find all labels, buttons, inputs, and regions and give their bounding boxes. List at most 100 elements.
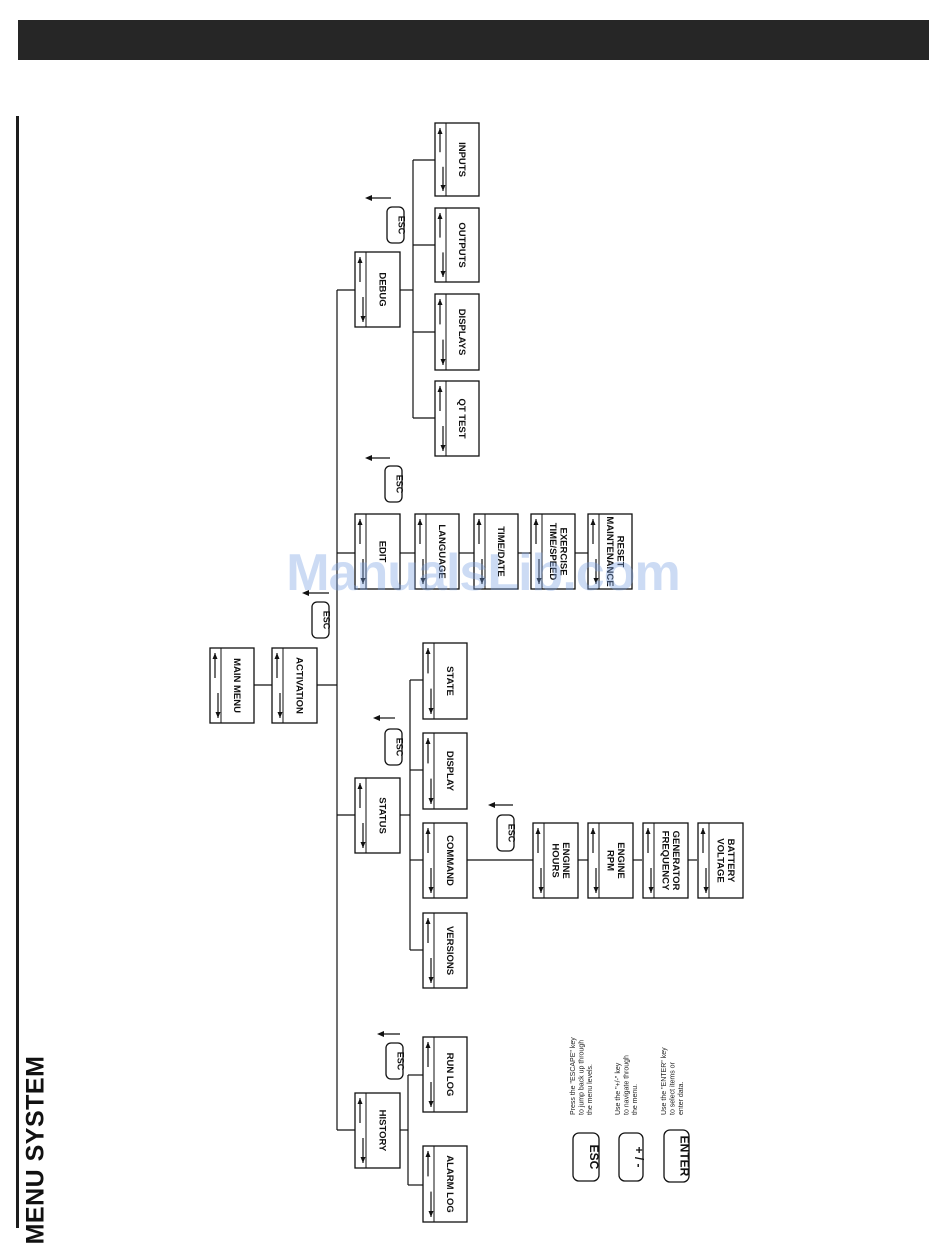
down-arrow-icon bbox=[420, 578, 426, 584]
esc-key-frame bbox=[311, 601, 330, 639]
up-arrow-icon bbox=[533, 519, 539, 525]
menu-box-main-menu[interactable]: MAIN MENU bbox=[209, 647, 255, 724]
up-arrow-icon bbox=[425, 738, 431, 744]
menu-box-frame bbox=[473, 513, 519, 590]
up-arrow-icon bbox=[700, 828, 706, 834]
menu-box-frame bbox=[587, 513, 633, 590]
menu-box-debug[interactable]: DEBUG bbox=[354, 251, 401, 328]
menu-box-status[interactable]: STATUS bbox=[354, 777, 401, 854]
back-arrow-icon bbox=[365, 195, 372, 201]
legend-key-frame bbox=[572, 1132, 600, 1182]
esc-key-frame bbox=[385, 1042, 404, 1080]
back-arrow-icon bbox=[373, 715, 380, 721]
legend-text-line: Use the "ENTER" key bbox=[661, 1047, 668, 1115]
esc-key-label: ESC bbox=[396, 1052, 406, 1071]
menu-box-displays[interactable]: DISPLAYS bbox=[434, 293, 480, 371]
down-arrow-icon bbox=[593, 578, 599, 584]
legend-text-line: to jump back up through bbox=[579, 1040, 586, 1115]
menu-box-history[interactable]: HISTORY bbox=[354, 1092, 401, 1169]
menu-box-label: ACTIVATION bbox=[294, 657, 305, 714]
esc-key-button[interactable]: ESC bbox=[311, 601, 332, 639]
esc-key-frame bbox=[384, 465, 403, 503]
menu-box-label: MAIN MENU bbox=[231, 658, 242, 713]
menu-box-label: VERSIONS bbox=[444, 926, 455, 975]
menu-box-battery-voltage[interactable]: BATTERYVOLTAGE bbox=[697, 822, 744, 899]
menu-box-frame bbox=[414, 513, 460, 590]
down-arrow-icon bbox=[428, 798, 434, 804]
menu-box-frame bbox=[434, 122, 480, 197]
menu-box-display[interactable]: DISPLAY bbox=[422, 732, 468, 810]
down-arrow-icon bbox=[360, 578, 366, 584]
header-bar bbox=[18, 20, 929, 60]
down-arrow-icon bbox=[593, 887, 599, 893]
menu-box-run-log[interactable]: RUN LOG bbox=[422, 1036, 468, 1113]
menu-box-frame bbox=[530, 513, 576, 590]
up-arrow-icon bbox=[590, 828, 596, 834]
legend-text-line: Press the "ESCAPE" key bbox=[570, 1037, 577, 1115]
menu-box-state[interactable]: STATE bbox=[422, 642, 468, 720]
menu-box-engine-hours[interactable]: ENGINEHOURS bbox=[532, 822, 579, 899]
up-arrow-icon bbox=[357, 519, 363, 525]
menu-box-outputs[interactable]: OUTPUTS bbox=[434, 207, 480, 283]
legend-key-label: + / - bbox=[632, 1146, 646, 1167]
legend-key-label: ENTER bbox=[678, 1136, 692, 1177]
menu-box-label: RESETMAINTENANCE bbox=[604, 516, 626, 586]
up-arrow-icon bbox=[437, 128, 443, 134]
menu-box-exercise-time-speed[interactable]: EXERCISETIME/SPEED bbox=[530, 513, 576, 590]
menu-box-label: COMMAND bbox=[444, 835, 455, 886]
up-arrow-icon bbox=[535, 828, 541, 834]
menu-box-frame bbox=[209, 647, 255, 724]
esc-key-button[interactable]: ESC bbox=[384, 728, 405, 766]
up-arrow-icon bbox=[437, 213, 443, 219]
down-arrow-icon bbox=[428, 1211, 434, 1217]
menu-box-command[interactable]: COMMAND bbox=[422, 822, 468, 899]
down-arrow-icon bbox=[428, 887, 434, 893]
esc-key-frame bbox=[386, 206, 405, 244]
esc-key-button[interactable]: ESC bbox=[384, 465, 405, 503]
up-arrow-icon bbox=[212, 653, 218, 659]
menu-box-activation[interactable]: ACTIVATION bbox=[271, 647, 318, 724]
menu-box-time-date[interactable]: TIME/DATE bbox=[473, 513, 519, 590]
esc-key-label: ESC bbox=[395, 738, 405, 757]
menu-box-frame bbox=[434, 293, 480, 371]
esc-key-frame bbox=[496, 814, 515, 852]
up-arrow-icon bbox=[357, 1098, 363, 1104]
menu-box-frame bbox=[422, 912, 468, 989]
menu-box-generator-frequency[interactable]: GENERATORFREQUENCY bbox=[642, 822, 689, 899]
menu-box-frame bbox=[422, 1036, 468, 1113]
down-arrow-icon bbox=[440, 185, 446, 191]
menu-box-qt-test[interactable]: QT TEST bbox=[434, 380, 480, 457]
esc-key-button[interactable]: ESC bbox=[385, 1042, 406, 1080]
legend-key-plus-minus: + / - bbox=[618, 1132, 646, 1182]
menu-box-inputs[interactable]: INPUTS bbox=[434, 122, 480, 197]
esc-key-frame bbox=[384, 728, 403, 766]
menu-box-reset-maintenance[interactable]: RESETMAINTENANCE bbox=[587, 513, 633, 590]
menu-box-label: DISPLAY bbox=[444, 751, 455, 792]
menu-box-alarm-log[interactable]: ALARM LOG bbox=[422, 1145, 468, 1223]
menu-box-frame bbox=[422, 822, 468, 899]
up-arrow-icon bbox=[645, 828, 651, 834]
down-arrow-icon bbox=[440, 271, 446, 277]
down-arrow-icon bbox=[536, 578, 542, 584]
menu-box-label: RUN LOG bbox=[444, 1053, 455, 1097]
menu-box-engine-rpm[interactable]: ENGINERPM bbox=[587, 822, 634, 899]
menu-box-label: STATUS bbox=[377, 797, 388, 834]
menu-box-frame bbox=[422, 1145, 468, 1223]
legend-text-line: Use the "+/-" key bbox=[615, 1062, 622, 1115]
legend-text-line: enter data. bbox=[678, 1081, 685, 1115]
down-arrow-icon bbox=[277, 712, 283, 718]
legend-key-frame bbox=[618, 1132, 644, 1182]
side-rule bbox=[16, 116, 19, 1228]
menu-box-versions[interactable]: VERSIONS bbox=[422, 912, 468, 989]
esc-key-button[interactable]: ESC bbox=[496, 814, 517, 852]
menu-box-label: LANGUAGE bbox=[436, 524, 447, 578]
down-arrow-icon bbox=[440, 445, 446, 451]
down-arrow-icon bbox=[360, 842, 366, 848]
up-arrow-icon bbox=[476, 519, 482, 525]
esc-key-button[interactable]: ESC bbox=[386, 206, 407, 244]
down-arrow-icon bbox=[360, 1157, 366, 1163]
esc-key-label: ESC bbox=[397, 216, 407, 235]
back-arrow-icon bbox=[488, 802, 495, 808]
menu-box-language[interactable]: LANGUAGE bbox=[414, 513, 460, 590]
